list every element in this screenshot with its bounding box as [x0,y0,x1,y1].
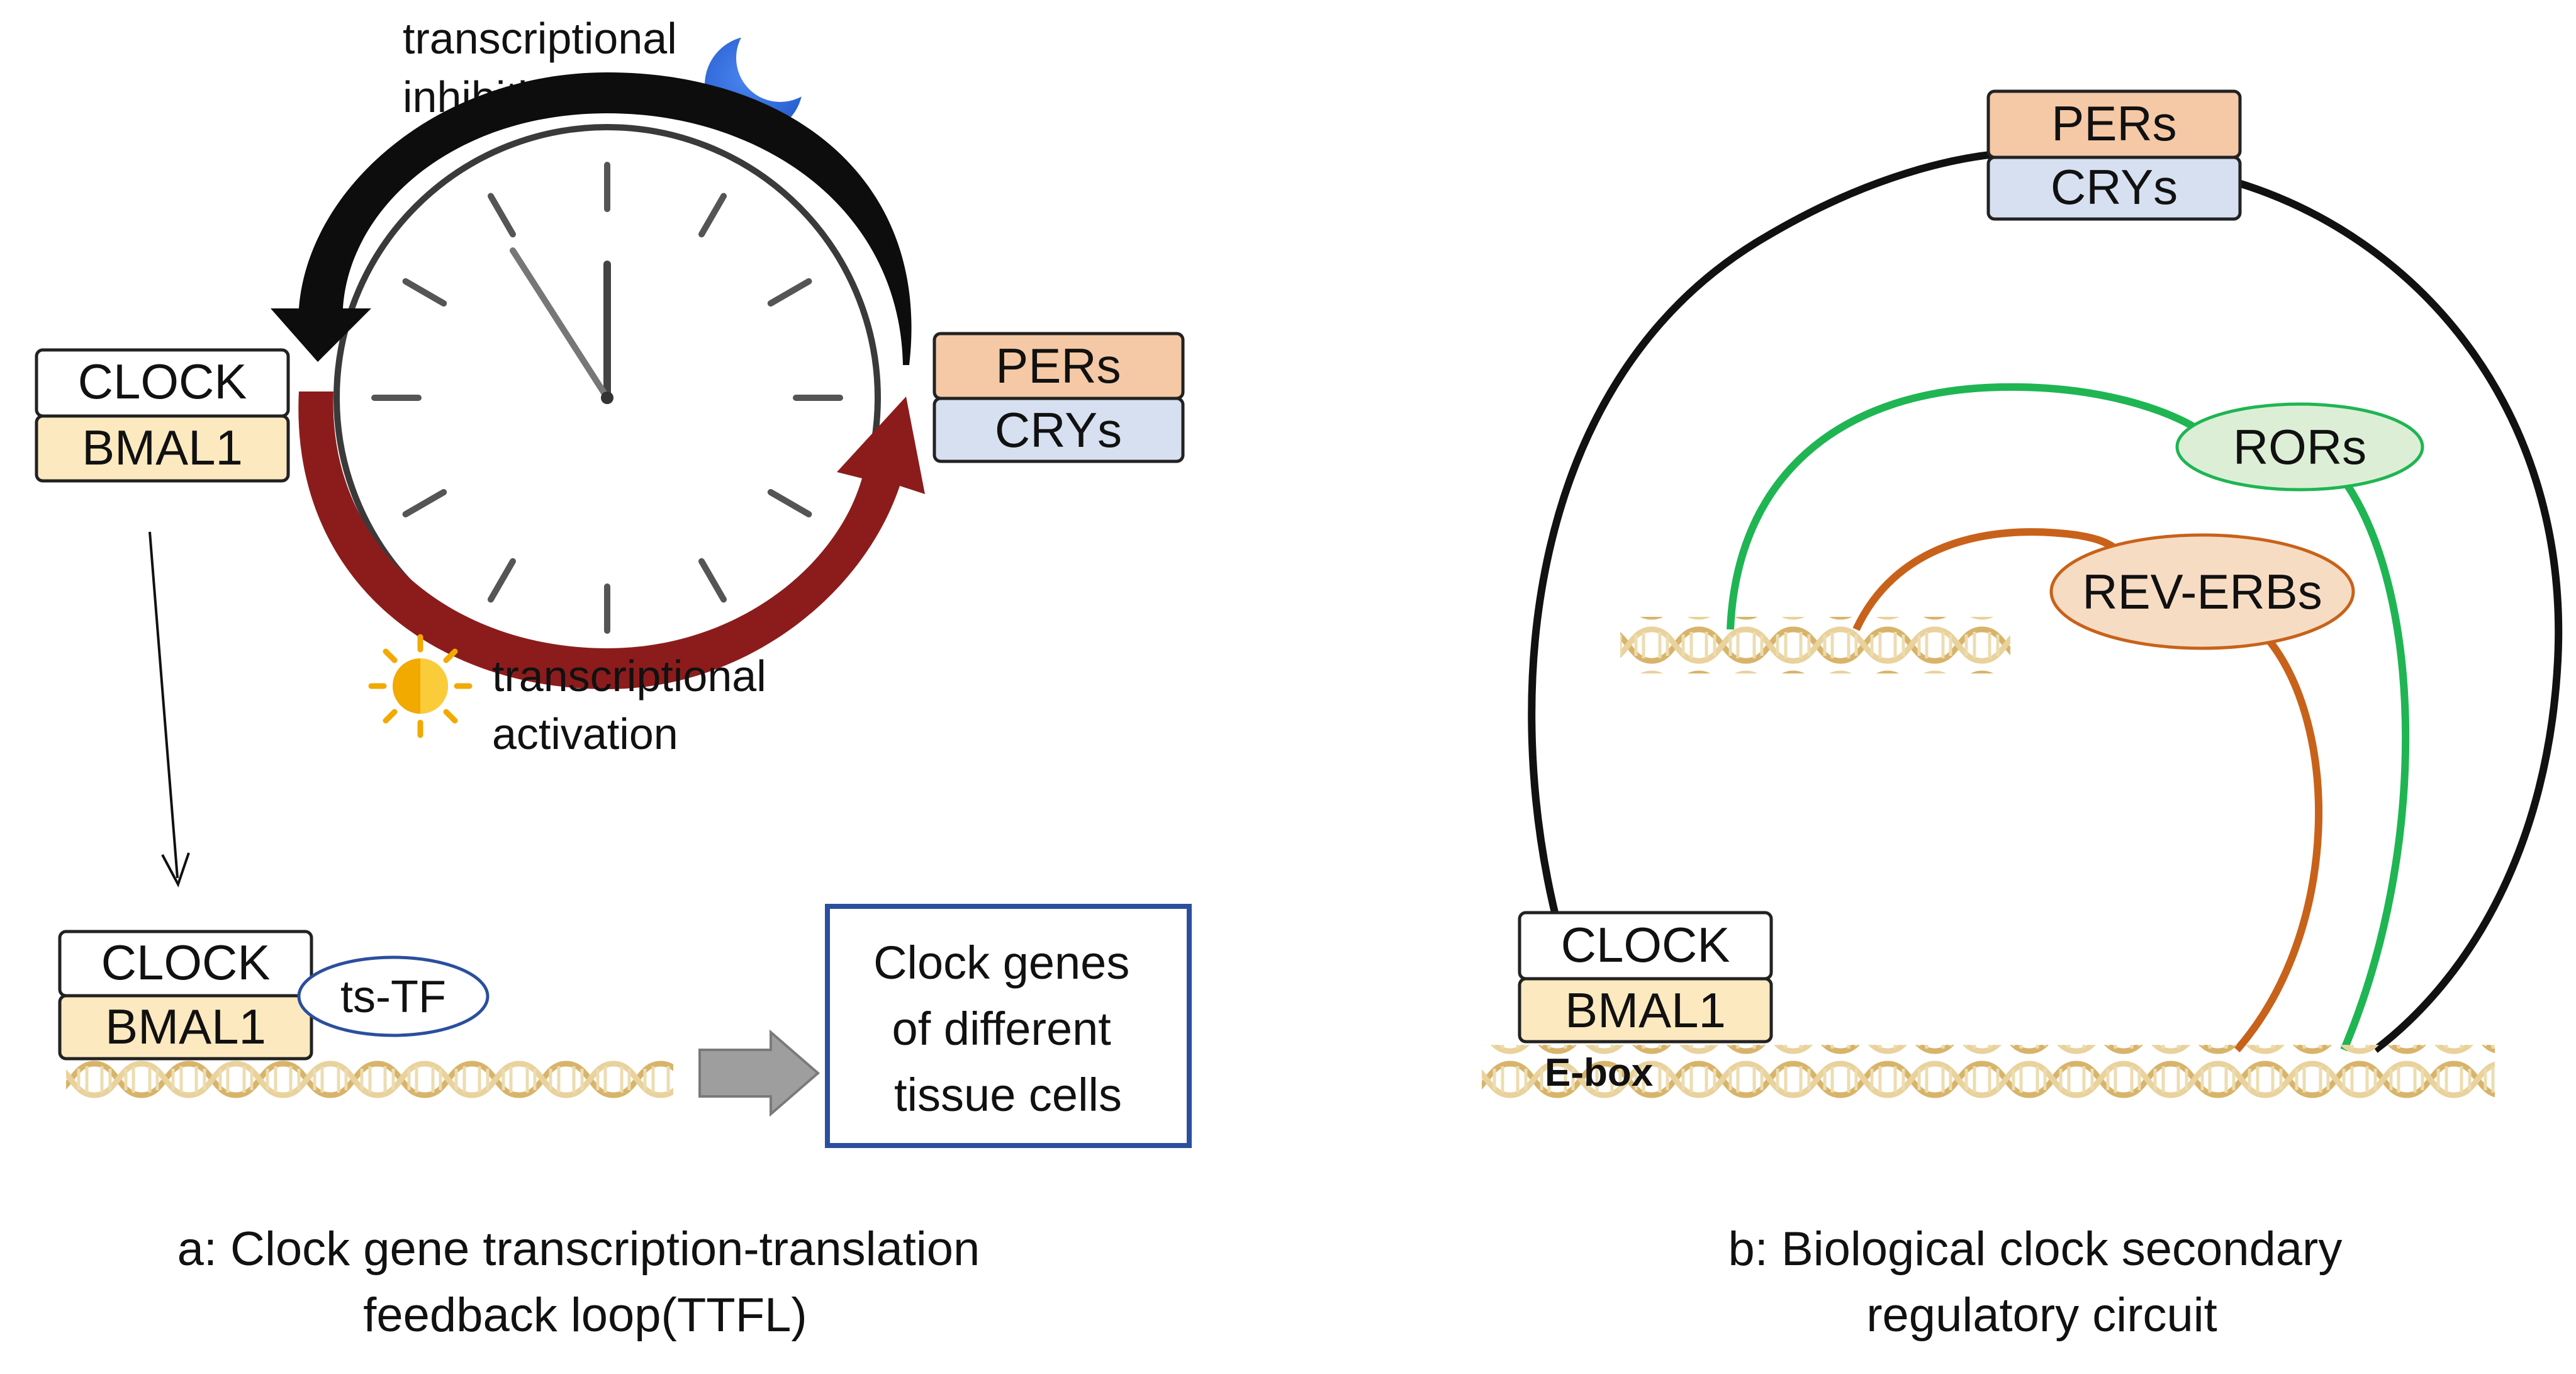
caption-b: b: Biological clock secondary regulatory… [1728,1222,2356,1342]
clock-tick [488,558,516,603]
pers-crys-complex: PERs CRYs [932,332,1185,463]
crys-box [932,397,1185,463]
crys-label-b: CRYs [2051,159,2178,215]
rors-label: RORs [2233,419,2366,475]
clock-tick [698,193,727,238]
reverbs-label: REV-ERBs [2082,564,2322,619]
activation-label: transcriptional activation [492,651,778,758]
black-feedback-arc-left [1528,150,1995,932]
pers-crys-complex-b: PERs CRYs [1986,89,2242,221]
bmal1-box [35,414,290,483]
caption-a: a: Clock gene transcription-translation … [177,1222,994,1342]
reverb-path-top [1852,528,2117,631]
reverbs-ellipse [2049,533,2355,650]
dna-strand-b-lower [1482,1045,2495,1098]
clock-label-b: CLOCK [1561,917,1730,972]
clock-label: CLOCK [78,354,247,409]
downstream-arrow-head [161,852,190,888]
clock-tick [402,278,447,307]
lower-clock-label: CLOCK [101,935,271,990]
dna-strand-a [66,1057,673,1101]
bmal1-label-b: BMAL1 [1565,983,1726,1038]
gray-arrow [698,1029,820,1117]
bmal1-label: BMAL1 [82,420,243,475]
crys-box-b [1986,155,2242,221]
lower-bmal1-box [58,994,313,1061]
activation-arrow [298,391,925,689]
inhibition-arrow [271,72,912,365]
clock-tick [402,489,447,517]
ror-path-top [1727,383,2208,630]
clock-bmal1-complex-b: CLOCK BMAL1 [1518,911,1773,1044]
clock-tick [767,278,812,307]
pers-label: PERs [995,338,1121,393]
dna-strand-b-upper [1620,617,2010,673]
clock-tick [767,489,812,517]
black-feedback-arc-right [2236,179,2563,1053]
ts-tf-label: ts-TF [340,972,446,1022]
panel-a: transcriptional inhibition CLOCK BMAL1 P [35,14,1192,1342]
target-genes-label: Clock genes of different tissue cells [873,937,1143,1121]
lower-clock-bmal1-complex: CLOCK BMAL1 [58,930,313,1061]
clock-tick [488,193,516,238]
ts-tf-ellipse [297,955,490,1037]
downstream-arrow [148,531,179,879]
target-genes-box [825,904,1192,1148]
sun-icon [368,634,473,738]
ebox-label: E-box [1545,1051,1654,1095]
bmal1-box-b [1518,977,1773,1044]
ror-path-down [2340,482,2410,1052]
clock-bmal1-complex: CLOCK BMAL1 [35,348,290,483]
clock-face-icon [333,124,881,672]
clock-tick [698,558,727,603]
crys-label: CRYs [995,402,1122,458]
pers-label-b: PERs [2051,96,2176,151]
rors-ellipse [2175,402,2424,492]
lower-bmal1-label: BMAL1 [105,999,266,1054]
panel-b: PERs CRYs RORs REV-ERBs CLOCK BMAL1 E-bo… [1482,89,2563,1342]
reverb-path-down [2234,633,2323,1052]
